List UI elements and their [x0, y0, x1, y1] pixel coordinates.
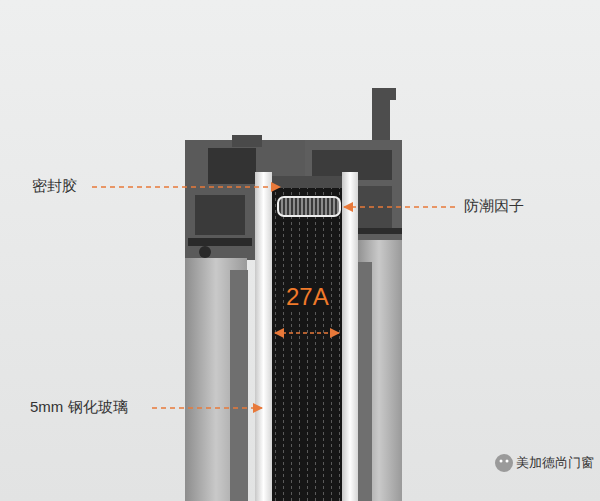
part-label: 防潮因子 [462, 197, 526, 215]
leader-line [344, 206, 455, 208]
sealant [272, 176, 342, 188]
part-label: 5mm 钢化玻璃 [28, 398, 130, 416]
part-label: 密封胶 [30, 177, 79, 195]
spacer-cavity [272, 188, 342, 501]
leader-line [92, 186, 280, 188]
leader-line [152, 407, 262, 409]
desiccant [278, 197, 340, 216]
glazing-bead [356, 240, 402, 501]
glass-pane [255, 172, 272, 501]
dimension-label: 27A [284, 283, 331, 312]
gasket [356, 262, 372, 501]
dimension-line [275, 332, 339, 334]
watermark: 美加德尚门窗 [514, 455, 596, 471]
gasket [230, 270, 248, 501]
glass-pane [342, 172, 358, 501]
watermark-icon [495, 454, 513, 472]
glazing-bead [185, 258, 247, 501]
